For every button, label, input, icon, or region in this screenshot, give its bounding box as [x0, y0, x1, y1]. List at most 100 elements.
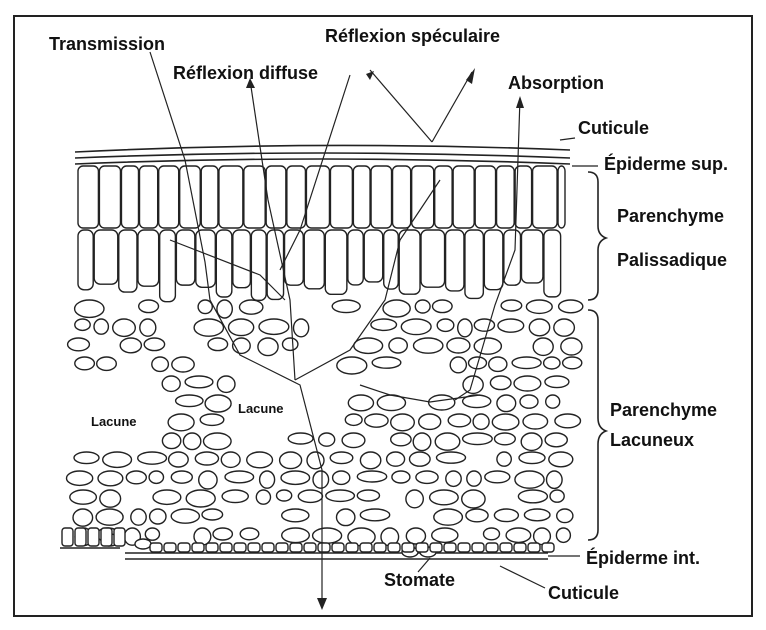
palisade-cell: [497, 166, 515, 228]
spongy-cell: [357, 490, 379, 501]
palisade-cell: [558, 166, 565, 228]
spongy-cell: [100, 490, 121, 507]
spongy-cell: [360, 509, 389, 521]
spongy-cell: [533, 338, 553, 355]
spongy-cell: [186, 490, 215, 507]
lower-epidermis-cell: [62, 528, 73, 546]
spongy-cell: [556, 528, 570, 542]
spongy-cell: [229, 319, 254, 336]
spongy-cell: [534, 528, 551, 545]
spongy-cell: [514, 376, 541, 391]
spongy-cell: [120, 338, 141, 353]
palisade-cell: [544, 230, 561, 297]
spongy-cell: [73, 509, 93, 526]
spongy-cell: [406, 528, 425, 544]
spongy-cell: [492, 414, 519, 430]
spongy-cell: [222, 490, 248, 503]
epiderme-sup-label: Épiderme sup.: [604, 153, 728, 174]
spongy-cell: [523, 414, 548, 429]
spongy-cell: [506, 528, 531, 542]
parenchyme-lacuneux-label-2: Lacuneux: [610, 430, 694, 450]
lower-epidermis-cell: [332, 543, 344, 552]
spongy-cell: [198, 300, 212, 314]
spongy-cell: [489, 357, 507, 371]
palisade-cell: [330, 166, 352, 228]
palisade-cell: [201, 166, 218, 228]
spongy-cell: [462, 490, 485, 508]
spongy-cell: [256, 490, 270, 504]
spongy-cell: [330, 452, 353, 464]
absorption-label: Absorption: [508, 73, 604, 93]
lower-epidermis-cell: [542, 543, 554, 552]
spongy-cell: [547, 471, 563, 488]
spongy-cell: [413, 433, 431, 451]
spongy-cell: [544, 357, 560, 369]
spongy-cell: [200, 414, 224, 425]
lower-epidermis-cell: [444, 543, 456, 552]
spongy-cell: [518, 490, 547, 503]
spongy-cell: [280, 452, 302, 469]
palisade-cell: [348, 230, 363, 285]
spongy-cell: [371, 319, 397, 330]
palisade-cell: [267, 230, 283, 299]
cuticule-top-leader: [560, 138, 575, 140]
spongy-cell: [435, 433, 460, 450]
lower-epidermis-cell: [346, 543, 358, 552]
spongy-cell: [144, 338, 164, 351]
lower-epidermis-cell: [304, 543, 316, 552]
spongy-cell: [432, 528, 458, 542]
palisade-cell: [371, 166, 391, 228]
palisade-cell: [196, 230, 215, 287]
specular-ray-out: [432, 72, 472, 142]
spongy-cell: [225, 471, 254, 483]
spongy-cell: [94, 319, 108, 334]
spongy-cell: [258, 338, 278, 356]
spongy-cell: [75, 357, 95, 370]
spongy-cell: [240, 528, 259, 540]
transmission-arrowhead: [317, 598, 327, 610]
spongy-cell: [437, 319, 454, 331]
spongy-cell: [391, 433, 411, 446]
lower-epidermis-cell: [234, 543, 246, 552]
reflexion-diffuse-label: Réflexion diffuse: [173, 63, 318, 83]
spongy-cell: [131, 509, 146, 525]
spongy-cell: [521, 433, 542, 450]
spongy-cell: [68, 338, 90, 351]
specular-arrowhead-in: [366, 71, 374, 80]
lower-epidermis-cell: [101, 528, 112, 546]
spongy-cell: [433, 300, 453, 313]
spongy-cell: [183, 433, 200, 450]
spongy-cell: [75, 300, 104, 317]
lower-epidermis-cell: [528, 543, 540, 552]
palisade-cell: [453, 166, 474, 228]
palisade-cell: [285, 230, 304, 285]
palisade-cell: [138, 230, 159, 286]
spongy-cell: [281, 471, 310, 484]
spongy-cell: [168, 414, 194, 431]
spongy-cell: [473, 414, 489, 429]
parenchyme-lacuneux-label-1: Parenchyme: [610, 400, 717, 420]
spongy-cell: [416, 471, 438, 483]
spongy-cell: [466, 509, 488, 522]
spongy-cell: [319, 433, 335, 446]
palisade-cell: [180, 166, 201, 228]
stomate-guard-cell-left-2: [135, 539, 151, 549]
spongy-cell: [474, 338, 501, 354]
lower-epidermis-cell: [248, 543, 260, 552]
spongy-cell: [103, 452, 132, 467]
spongy-cell: [474, 319, 494, 331]
lower-epidermis-cell: [472, 543, 484, 552]
spongy-cell: [149, 471, 163, 483]
spongy-cell: [345, 414, 362, 425]
spongy-cell: [434, 509, 463, 525]
spongy-cell: [153, 490, 181, 504]
palisade-cell: [384, 230, 398, 289]
spongy-cell: [171, 509, 199, 523]
spongy-cell: [98, 471, 123, 486]
palisade-cell: [159, 166, 179, 228]
spongy-cell: [429, 395, 455, 410]
palisade-cell: [176, 230, 194, 285]
spongy-cell: [169, 452, 189, 467]
lower-epidermis-cell: [150, 543, 162, 552]
